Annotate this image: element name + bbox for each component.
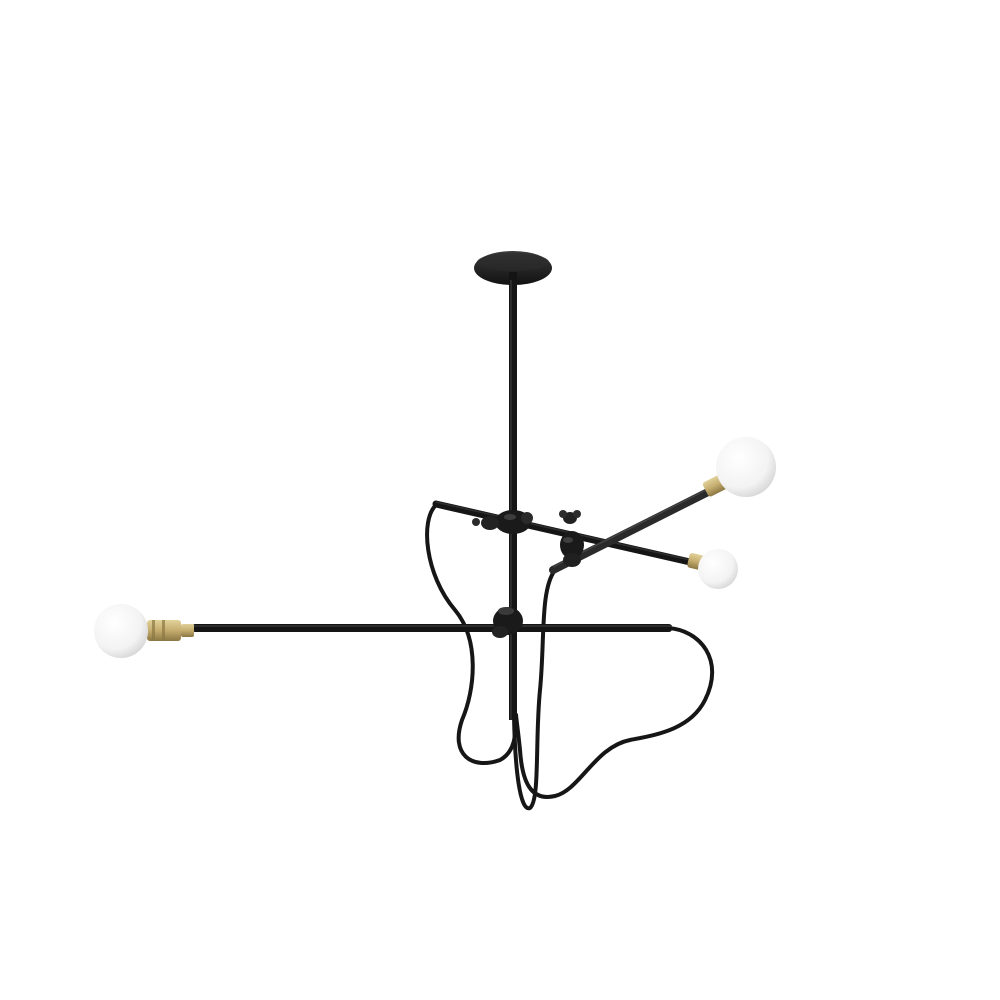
ceiling-canopy xyxy=(474,251,552,285)
clamp-lower-center xyxy=(492,607,523,638)
bulb-left xyxy=(94,604,194,658)
clamp-upper-center xyxy=(472,510,533,534)
long-arm xyxy=(192,624,672,632)
bulb-upper-right xyxy=(702,437,776,497)
center-stem xyxy=(509,280,517,720)
bulb-small-right xyxy=(687,549,738,589)
clamp-upper-right xyxy=(559,510,584,567)
power-cords xyxy=(425,503,715,811)
upper-arm xyxy=(432,500,694,566)
